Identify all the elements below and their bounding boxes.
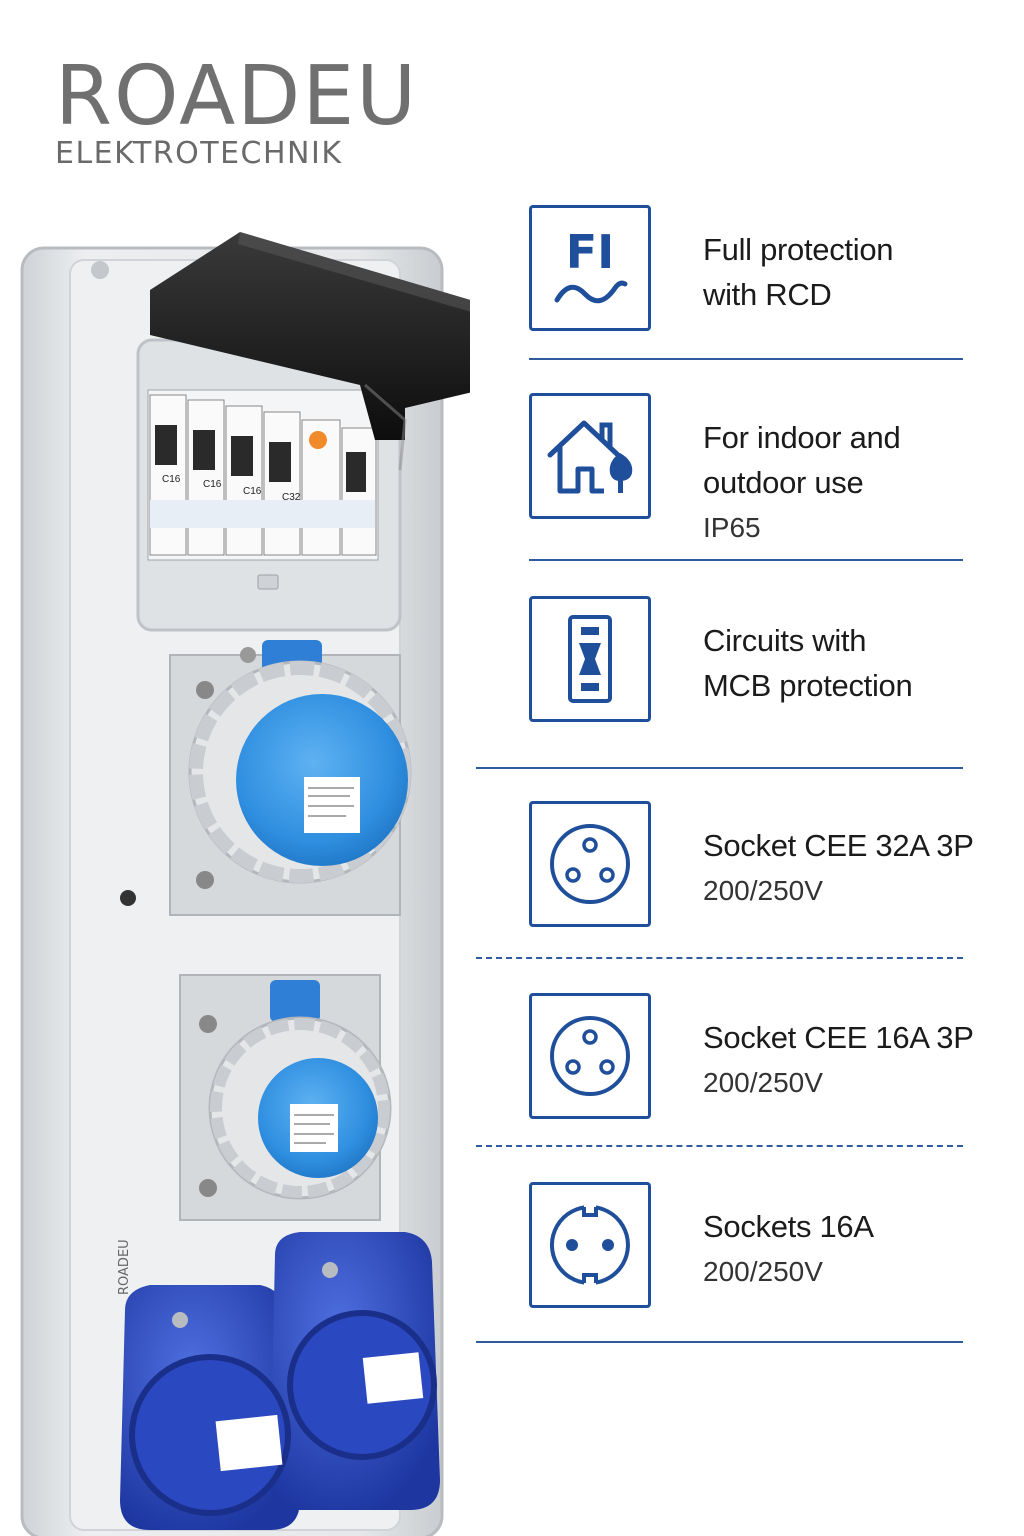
divider [476, 1341, 963, 1343]
fi-rcd-icon: FI [529, 205, 651, 331]
breaker-rating-2: C16 [203, 479, 222, 490]
feature-schuko: Sockets 16A 200/250V [529, 1182, 969, 1308]
brand-logo: ROADEU ELEKTROTECHNIK [55, 49, 419, 172]
feature-rcd-line-1: Full protection [703, 232, 894, 267]
feature-cee16-sub: 200/250V [703, 1067, 823, 1098]
feature-cee32-line-1: Socket CEE 32A 3P [703, 828, 974, 863]
breaker-rating-1: C16 [162, 474, 181, 485]
feature-mcb-line-1: Circuits with [703, 623, 867, 658]
feature-schuko-sub: 200/250V [703, 1256, 823, 1287]
brand-tagline: ELEKTROTECHNIK [55, 136, 343, 171]
distribution-box-image: C16 C16 C16 C32 [20, 232, 470, 1536]
breaker-rating-4: C32 [282, 492, 301, 503]
feature-cee-16a: Socket CEE 16A 3P 200/250V [529, 993, 974, 1119]
breaker-lid [150, 232, 470, 471]
feature-rcd-line-2: with RCD [703, 277, 832, 312]
cee-32a-socket [169, 640, 412, 916]
feature-indoor-line-1: For indoor and [703, 420, 901, 455]
schuko-socket-icon [529, 1182, 651, 1308]
breaker-rating-3: C16 [243, 486, 262, 497]
cee-socket-icon [529, 993, 651, 1119]
feature-rcd: FI Full protection with RCD [529, 205, 969, 335]
brand-name: ROADEU [55, 49, 419, 144]
feature-cee32-sub: 200/250V [703, 875, 823, 906]
divider [476, 957, 963, 959]
circuit-breaker-icon [529, 596, 651, 722]
feature-mcb: Circuits with MCB protection [529, 596, 969, 726]
divider [529, 358, 963, 360]
cee-16a-socket [179, 974, 392, 1221]
breaker-panel: C16 C16 C16 C32 [136, 338, 402, 632]
schuko-sockets [120, 1232, 440, 1530]
feature-cee-32a: Socket CEE 32A 3P 200/250V [529, 801, 974, 927]
svg-text:FI: FI [566, 225, 615, 279]
side-logo: ROADEU [117, 1239, 132, 1295]
divider [476, 767, 963, 769]
divider [476, 1145, 963, 1147]
feature-indoor-sub: IP65 [703, 512, 761, 543]
feature-schuko-line-1: Sockets 16A [703, 1209, 874, 1244]
feature-indoor-line-2: outdoor use [703, 465, 864, 500]
divider [529, 559, 963, 561]
feature-cee16-line-1: Socket CEE 16A 3P [703, 1020, 974, 1055]
feature-mcb-line-2: MCB protection [703, 668, 913, 703]
cee-socket-icon [529, 801, 651, 927]
feature-indoor-outdoor: For indoor and outdoor use IP65 [529, 393, 969, 543]
house-tree-icon [529, 393, 651, 519]
